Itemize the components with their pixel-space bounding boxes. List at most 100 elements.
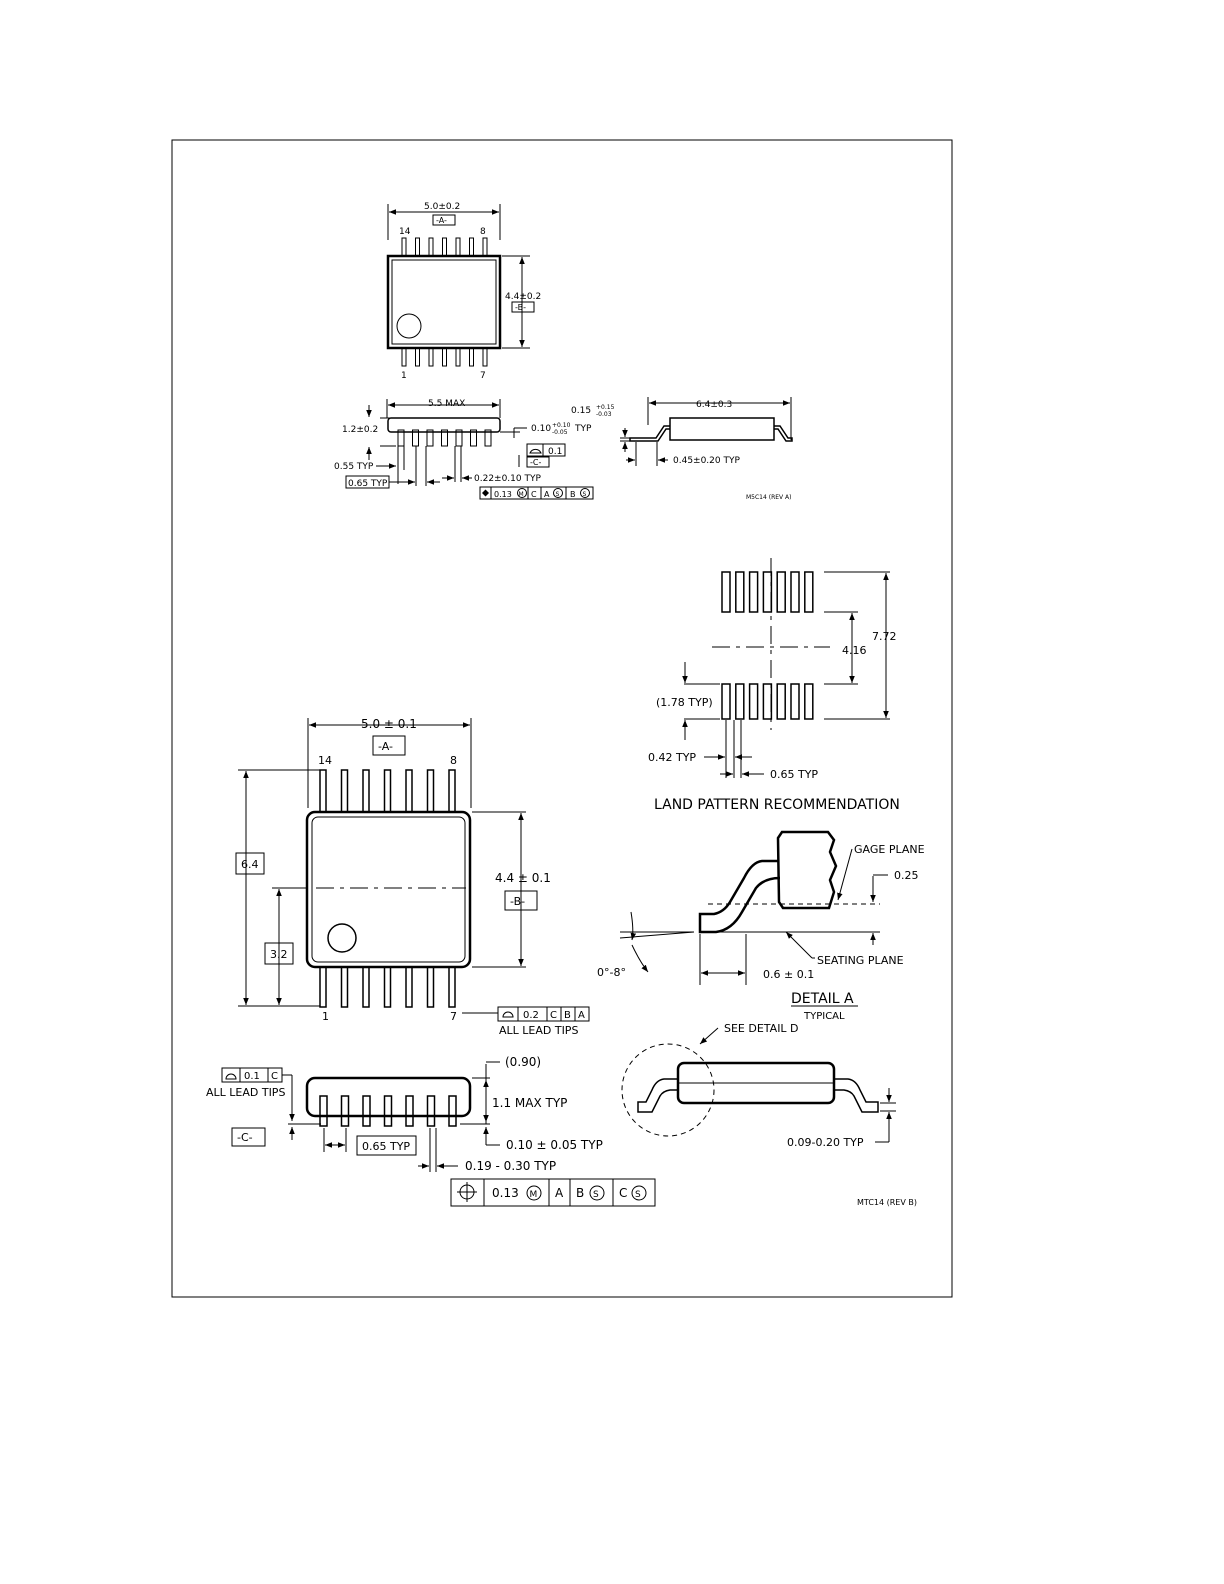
large-lead-top	[405, 769, 413, 813]
small-body-outline	[386, 254, 502, 350]
land-inner-label: 4.16	[842, 644, 867, 657]
small-lead-bottom	[415, 347, 420, 367]
small-profile-symbol	[529, 448, 542, 454]
large-profile-value: 0.2	[523, 1010, 539, 1021]
small-end-body	[669, 417, 775, 441]
small-datum-a-label: -A-	[436, 216, 447, 225]
small-datum-b-label: -B-	[515, 303, 526, 312]
bottom-package-drawing: 5.0 ± 0.1 -A- 14 8 6.4 3.2 1 7 4.4 ± 0.1	[206, 717, 917, 1207]
large-side-lead	[362, 1095, 371, 1127]
large-side-body	[305, 1076, 472, 1118]
small-body-inner	[391, 259, 497, 345]
side-view-large: 0.1 C ALL LEAD TIPS -C- (0.90) 1.1 MAX T…	[206, 1055, 656, 1207]
large-position-symbol	[457, 1182, 477, 1202]
large-span-label: 6.4	[241, 858, 259, 871]
land-pad-bottom	[804, 683, 814, 720]
large-drawing-code: MTC14 (REV B)	[857, 1198, 917, 1207]
drawing-frame	[171, 139, 953, 1298]
large-lead-top	[448, 769, 456, 813]
side-view-small: 5.5 MAX 1.2±0.2 0.10 +0.10 -0.05 TYP 0.1…	[334, 399, 594, 500]
small-side-lead	[470, 429, 477, 447]
gage-value-label: 0.25	[894, 869, 919, 882]
small-drawing-code: M5C14 (REV A)	[746, 494, 791, 501]
small-lead-top	[455, 237, 461, 257]
small-lead-top	[469, 237, 474, 257]
detail-a-lead	[698, 859, 781, 934]
small-lead-top	[415, 237, 420, 257]
small-lead-thickness-label: 0.15	[571, 406, 591, 416]
land-overall-label: 7.72	[872, 630, 897, 643]
small-fcf-s2: S	[583, 491, 587, 498]
large-coplanarity-datum: C	[271, 1071, 278, 1082]
large-span-box	[235, 852, 265, 875]
large-datum-c-box	[231, 1127, 266, 1147]
small-lead-bottom	[482, 347, 488, 367]
large-pin-8-label: 8	[450, 754, 457, 767]
land-pad-top	[735, 571, 745, 613]
small-standoff-tol-minus: -0.05	[552, 429, 568, 436]
small-body-width-label: 4.4±0.2	[505, 292, 541, 302]
large-datum-a-box	[372, 735, 406, 756]
small-side-lead	[441, 429, 448, 447]
small-lead-offset-label: 0.55 TYP	[334, 462, 374, 472]
large-lead-top	[362, 769, 370, 813]
small-lead-top	[442, 237, 447, 257]
small-pin-7-label: 7	[480, 371, 486, 381]
small-side-lead	[455, 429, 463, 447]
small-fcf	[479, 486, 594, 500]
small-fcf-value: 0.13	[494, 490, 512, 499]
detail-a-body	[776, 830, 838, 910]
small-pitch-label: 0.65 TYP	[348, 479, 388, 489]
land-pattern-title: LAND PATTERN RECOMMENDATION	[654, 797, 900, 813]
small-standoff-tol-plus: +0.10	[552, 422, 571, 429]
large-standoff-label: 0.10 ± 0.05 TYP	[506, 1138, 603, 1152]
small-lead-top	[482, 237, 488, 257]
large-profile-symbol	[502, 1011, 514, 1018]
large-profile-fcf	[497, 1006, 590, 1022]
small-end-lead-right	[774, 425, 793, 442]
small-pin-1-label: 1	[401, 371, 407, 381]
large-fcf-b: B	[576, 1186, 584, 1200]
large-all-lead-tips-2-label: ALL LEAD TIPS	[206, 1086, 285, 1099]
large-side-lead	[448, 1095, 457, 1127]
land-pad-top	[721, 571, 731, 613]
large-lead-top	[319, 769, 327, 813]
large-profile-b: B	[564, 1010, 571, 1021]
large-profile-a: A	[578, 1010, 585, 1021]
small-overall-length-label: 5.5 MAX	[428, 399, 465, 409]
large-fcf-a: A	[555, 1186, 564, 1200]
small-coplanarity-box	[526, 443, 566, 457]
large-side-lead	[340, 1095, 350, 1127]
large-pitch-label: 0.65 TYP	[362, 1140, 410, 1153]
land-pad-bottom	[721, 683, 731, 720]
land-pad-bottom	[790, 683, 800, 720]
large-lead-bottom	[426, 966, 435, 1008]
large-center-box	[264, 942, 294, 965]
end-view-large: SEE DETAIL D 0.09-0.20 TYP MTC14 (REV B)	[621, 1022, 917, 1207]
small-position-symbol	[482, 489, 489, 497]
land-pad-bottom	[762, 683, 773, 720]
seating-plane-label: SEATING PLANE	[817, 954, 904, 967]
large-body-inner	[311, 816, 466, 963]
detail-a-subtitle: TYPICAL	[803, 1011, 845, 1022]
small-pin1-marker	[396, 313, 422, 339]
small-lead-top	[428, 237, 434, 257]
end-view-small: 6.4±0.3 0.15 +0.15 -0.03 0.45±0.20 TYP M…	[571, 397, 793, 501]
small-foot-length-label: 0.45±0.20 TYP	[673, 456, 740, 466]
small-datum-c-box	[526, 456, 550, 468]
land-pad-bottom	[748, 683, 759, 720]
small-fcf-m: M	[519, 491, 524, 498]
gage-plane-label: GAGE PLANE	[854, 843, 925, 856]
large-lead-top	[426, 769, 435, 813]
top-view-small: 5.0±0.2 -A- 14 8 1 7 4.4±0.2 -B-	[386, 202, 541, 381]
small-coplanarity-value: 0.1	[548, 447, 562, 457]
land-pad-top	[804, 571, 814, 613]
small-side-body	[387, 417, 501, 433]
small-lead-bottom	[428, 347, 434, 367]
detail-a-title: DETAIL A	[791, 991, 854, 1007]
small-fcf-b: B	[570, 490, 576, 499]
large-datum-c-label: -C-	[237, 1131, 253, 1144]
small-body-length-label: 5.0±0.2	[424, 202, 460, 212]
small-lead-bottom	[401, 347, 407, 367]
large-coplanarity-symbol	[225, 1073, 237, 1080]
